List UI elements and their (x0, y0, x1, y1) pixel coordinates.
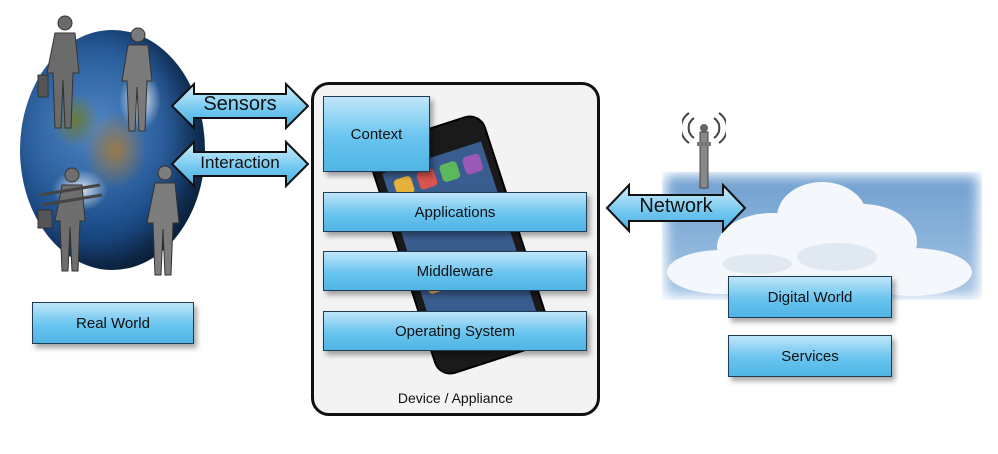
interaction-arrow (170, 140, 310, 188)
applications-box: Applications (323, 192, 587, 232)
sensors-arrow (170, 82, 310, 130)
middleware-label: Middleware (416, 262, 494, 280)
operating-system-box: Operating System (323, 311, 587, 351)
services-label: Services (781, 347, 839, 365)
sensors-label: Sensors (203, 93, 277, 115)
device-appliance-caption: Device / Appliance (397, 390, 514, 406)
context-label: Context (350, 125, 403, 143)
operating-system-label: Operating System (394, 322, 516, 340)
real-world-label: Real World (76, 314, 150, 332)
applications-label: Applications (414, 203, 496, 221)
interaction-label: Interaction (200, 153, 280, 172)
people-silhouettes-image (37, 15, 180, 276)
services-box: Services (728, 335, 892, 377)
antenna-tower-icon (682, 112, 726, 189)
real-world-box: Real World (32, 302, 194, 344)
network-label: Network (639, 195, 713, 217)
network-arrow (605, 183, 747, 233)
digital-world-box: Digital World (728, 276, 892, 318)
middleware-box: Middleware (323, 251, 587, 291)
context-box: Context (323, 96, 430, 172)
digital-world-label: Digital World (767, 288, 853, 306)
